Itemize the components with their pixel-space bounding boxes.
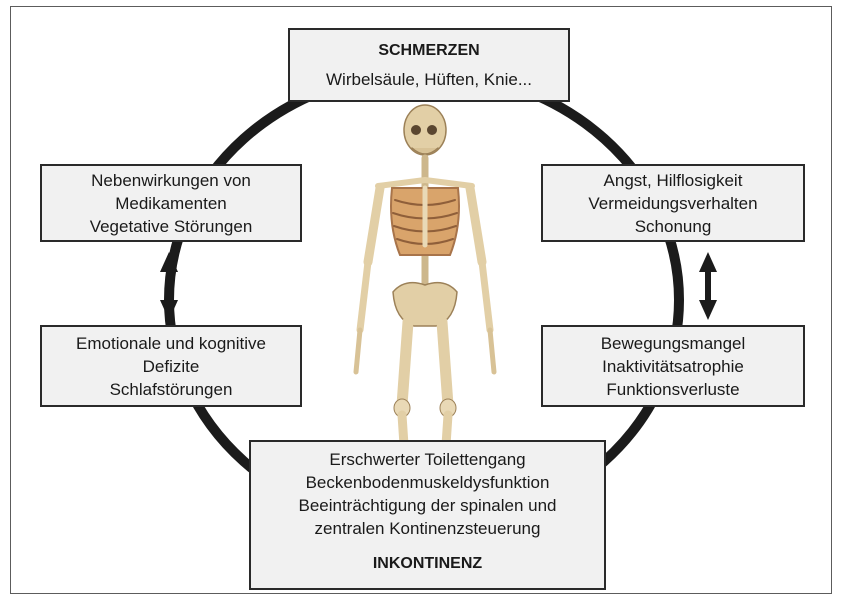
box-movement-deficit: Bewegungsmangel Inaktivitätsatrophie Fun… bbox=[541, 325, 805, 407]
box-side-effects-line-1: Nebenwirkungen von bbox=[91, 169, 251, 192]
box-pain-title: SCHMERZEN bbox=[378, 39, 479, 62]
box-incontinence-line-2: Beckenbodenmuskeldysfunktion bbox=[306, 471, 550, 494]
box-pain-subtitle: Wirbelsäule, Hüften, Knie... bbox=[326, 68, 532, 91]
box-incontinence-line-3: Beeinträchtigung der spinalen und bbox=[298, 494, 556, 517]
box-anxiety-line-3: Schonung bbox=[635, 215, 712, 238]
box-side-effects-line-2: Medikamenten bbox=[115, 192, 227, 215]
box-cognitive-line-1: Emotionale und kognitive bbox=[76, 332, 266, 355]
box-incontinence-line-4: zentralen Kontinenzsteuerung bbox=[315, 517, 541, 540]
box-cognitive-line-3: Schlafstörungen bbox=[110, 378, 233, 401]
box-movement-line-2: Inaktivitätsatrophie bbox=[602, 355, 744, 378]
box-side-effects-line-3: Vegetative Störungen bbox=[90, 215, 253, 238]
skeleton-illustration bbox=[356, 105, 494, 445]
box-anxiety-line-2: Vermeidungsverhalten bbox=[588, 192, 757, 215]
box-cognitive-deficits: Emotionale und kognitive Defizite Schlaf… bbox=[40, 325, 302, 407]
box-anxiety-line-1: Angst, Hilflosigkeit bbox=[604, 169, 743, 192]
box-incontinence-line-1: Erschwerter Toilettengang bbox=[329, 448, 525, 471]
box-cognitive-line-2: Defizite bbox=[143, 355, 200, 378]
box-anxiety: Angst, Hilflosigkeit Vermeidungsverhalte… bbox=[541, 164, 805, 242]
box-incontinence: Erschwerter Toilettengang Beckenbodenmus… bbox=[249, 440, 606, 590]
double-arrow-right-icon bbox=[699, 252, 717, 320]
box-movement-line-1: Bewegungsmangel bbox=[601, 332, 746, 355]
box-movement-line-3: Funktionsverluste bbox=[606, 378, 739, 401]
box-side-effects: Nebenwirkungen von Medikamenten Vegetati… bbox=[40, 164, 302, 242]
box-incontinence-title: INKONTINENZ bbox=[373, 552, 482, 575]
box-pain: SCHMERZEN Wirbelsäule, Hüften, Knie... bbox=[288, 28, 570, 102]
